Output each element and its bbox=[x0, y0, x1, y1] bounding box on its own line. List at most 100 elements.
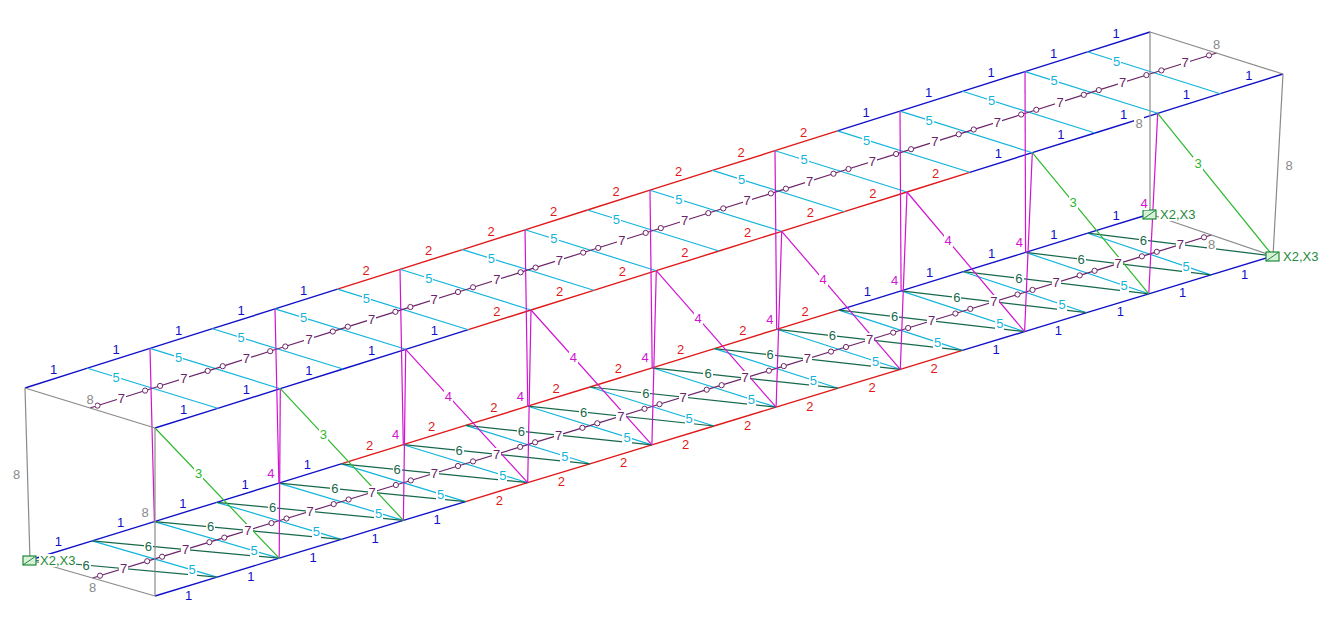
member-number: 7 bbox=[242, 352, 251, 365]
stringer bbox=[1087, 254, 1149, 273]
bracing-diagonal bbox=[1026, 252, 1211, 275]
member-number: 7 bbox=[679, 391, 688, 404]
hinge-dot bbox=[331, 502, 336, 507]
member-number: 7 bbox=[1052, 276, 1061, 289]
member-number: 6 bbox=[455, 444, 464, 457]
member-number: 7 bbox=[805, 175, 814, 188]
member-number: 4 bbox=[890, 274, 899, 287]
hinge-dot bbox=[330, 329, 335, 334]
member-number: 1 bbox=[986, 66, 995, 79]
hinge-dot bbox=[721, 206, 726, 211]
member-number: 7 bbox=[865, 333, 874, 346]
cross-beam bbox=[652, 368, 776, 407]
member-number: 7 bbox=[803, 352, 812, 365]
stringer bbox=[653, 211, 716, 231]
member-number: 1 bbox=[179, 403, 188, 416]
stringer bbox=[1029, 92, 1092, 112]
member-number: 2 bbox=[806, 206, 815, 219]
member-number: 2 bbox=[680, 246, 689, 259]
member-number: 2 bbox=[486, 225, 495, 238]
member-number: 6 bbox=[952, 291, 961, 304]
bracing-diagonal bbox=[1088, 233, 1273, 256]
hinge-dot bbox=[894, 151, 899, 156]
vertical-post bbox=[275, 309, 279, 483]
vertical-post bbox=[279, 389, 280, 559]
member-number: 7 bbox=[306, 505, 315, 518]
member-number: 1 bbox=[433, 513, 442, 526]
stringer bbox=[590, 407, 652, 426]
hinge-dot bbox=[393, 482, 398, 487]
hinge-dot bbox=[1096, 88, 1101, 93]
hinge-dot bbox=[455, 463, 460, 468]
stringer bbox=[776, 349, 838, 368]
cross-beam bbox=[588, 210, 720, 251]
member-number: 2 bbox=[618, 265, 627, 278]
hinge-dot bbox=[968, 306, 973, 311]
member-number: 1 bbox=[1111, 27, 1120, 40]
member-number: 6 bbox=[1077, 253, 1086, 266]
member-number: 2 bbox=[676, 343, 685, 356]
member-number: 1 bbox=[1116, 305, 1125, 318]
member-number: 5 bbox=[424, 272, 433, 285]
member-number: 7 bbox=[304, 333, 313, 346]
hinge-dot bbox=[971, 127, 976, 132]
member-number: 5 bbox=[871, 355, 880, 368]
member-number: 5 bbox=[436, 488, 445, 501]
hinge-dot bbox=[145, 559, 150, 564]
stringer bbox=[340, 309, 403, 329]
member-number: 7 bbox=[119, 562, 128, 575]
member-number: 7 bbox=[554, 429, 563, 442]
hinge-dot bbox=[1154, 249, 1159, 254]
member-number: 7 bbox=[616, 410, 625, 423]
member-number: 1 bbox=[1244, 69, 1253, 82]
member-number: 4 bbox=[765, 313, 774, 326]
member-number: 8 bbox=[1212, 38, 1221, 51]
vertical-post bbox=[403, 349, 405, 520]
member-number: 1 bbox=[54, 535, 63, 548]
stringer bbox=[466, 445, 528, 464]
hinge-dot bbox=[781, 364, 786, 369]
member-number: 7 bbox=[741, 371, 750, 384]
bracing-diagonal bbox=[154, 522, 341, 540]
member-number: 2 bbox=[799, 126, 808, 139]
member-number: 1 bbox=[111, 343, 120, 356]
hinge-dot bbox=[1019, 112, 1024, 117]
member-number: 6 bbox=[206, 520, 215, 533]
side-diagonal bbox=[907, 192, 1025, 332]
support-label: X2,X3 bbox=[1282, 250, 1319, 263]
cross-beam bbox=[1025, 72, 1158, 114]
member-number: 5 bbox=[862, 134, 871, 147]
member-number: 5 bbox=[560, 450, 569, 463]
hinge-dot bbox=[346, 497, 351, 502]
member-number: 7 bbox=[430, 467, 439, 480]
end-frame bbox=[154, 428, 155, 596]
hinge-dot bbox=[783, 186, 788, 191]
member-number: 1 bbox=[925, 266, 934, 279]
support-hatch bbox=[23, 556, 36, 565]
end-frame bbox=[1273, 74, 1283, 256]
member-number: 5 bbox=[925, 114, 934, 127]
end-frame bbox=[1150, 32, 1283, 74]
member-number: 7 bbox=[743, 194, 752, 207]
member-number: 8 bbox=[12, 468, 21, 481]
member-number: 5 bbox=[995, 317, 1004, 330]
member-number: 1 bbox=[367, 344, 376, 357]
member-number: 6 bbox=[1014, 272, 1023, 285]
member-number: 1 bbox=[174, 324, 183, 337]
side-diagonal bbox=[1032, 153, 1149, 294]
member-number: 5 bbox=[188, 563, 197, 576]
member-number: 1 bbox=[308, 551, 317, 564]
cross-beam bbox=[1088, 52, 1221, 94]
support-hatch bbox=[1266, 252, 1279, 261]
member-number: 8 bbox=[1134, 117, 1143, 130]
stringer bbox=[528, 426, 590, 445]
member-number: 8 bbox=[88, 581, 97, 594]
member-number: 7 bbox=[430, 293, 439, 306]
hinge-dot bbox=[1077, 273, 1082, 278]
hinge-dot bbox=[719, 383, 724, 388]
support-symbol bbox=[1266, 252, 1279, 261]
member-number: 5 bbox=[685, 412, 694, 425]
cross-beam bbox=[528, 406, 652, 445]
cross-beam bbox=[901, 291, 1025, 332]
